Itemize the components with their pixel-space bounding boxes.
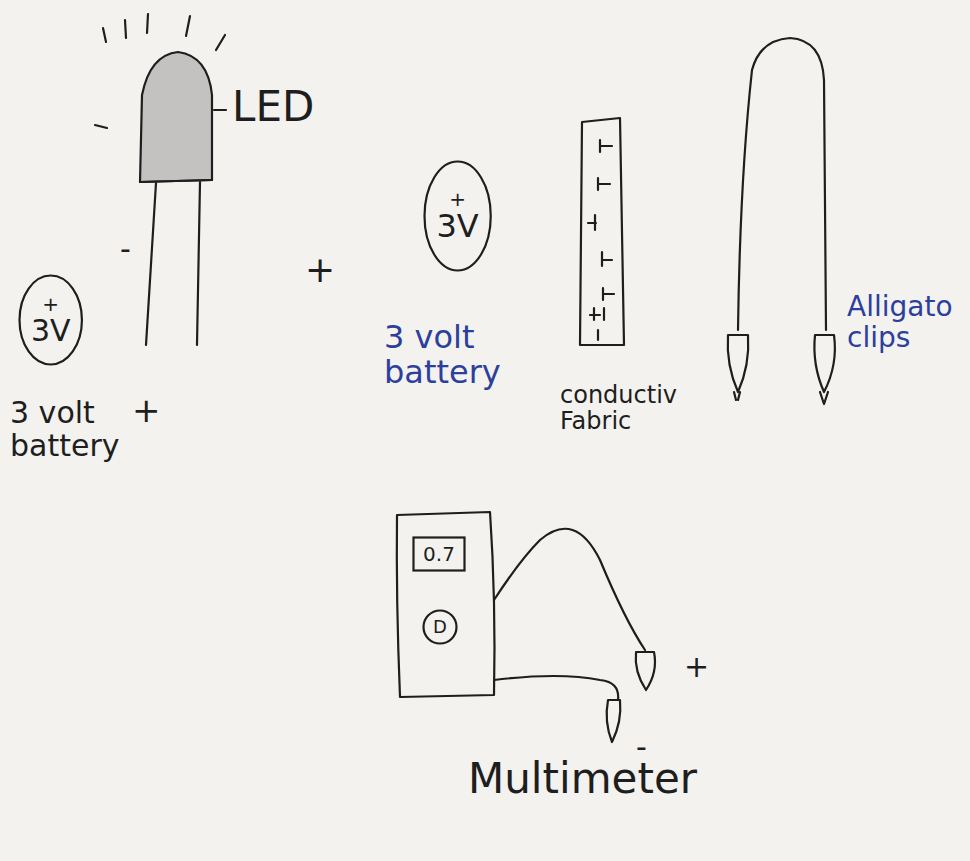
part-label: Alligato clips: [847, 292, 965, 354]
led-dome: [140, 52, 212, 182]
node-text: 3V: [437, 210, 479, 244]
probe-wire: [494, 676, 618, 700]
polarity-sign: +: [684, 650, 709, 683]
outline-shape: [19, 276, 81, 365]
battery-oval: +3V: [423, 160, 492, 272]
probe-wire: [494, 529, 645, 650]
part-label: 3 volt battery: [384, 320, 524, 390]
dial-circle: D: [422, 609, 458, 645]
clip-jaw: [820, 392, 828, 404]
multimeter-body: [397, 512, 495, 697]
outline-shape: [414, 538, 465, 571]
part-label: LED: [232, 84, 314, 130]
stitch-mark: [588, 140, 614, 340]
leader-dash: [214, 109, 226, 111]
node-text: 0.7: [423, 544, 455, 565]
battery-oval: +3V: [18, 274, 83, 366]
polarity-sign: -: [120, 232, 131, 265]
led-base: [140, 180, 212, 182]
part-label: conductiv Fabric: [560, 382, 690, 435]
probe-tip: [636, 652, 655, 690]
outline-shape: [424, 611, 457, 644]
part-label: 3 volt battery: [10, 396, 122, 462]
conductive-fabric: [580, 118, 624, 345]
node-text: 3V: [31, 315, 71, 347]
polarity-sign: +: [449, 189, 466, 210]
polarity-sign: +: [305, 250, 335, 290]
display-box: 0.7: [412, 536, 466, 572]
probe-tip: [607, 700, 621, 742]
outline-shape: [424, 162, 490, 271]
part-label: Multimeter: [468, 756, 697, 802]
alligator-clip: [814, 335, 834, 392]
polarity-sign: +: [42, 294, 59, 315]
clip-jaw: [734, 392, 740, 400]
clip-wire: [738, 38, 826, 330]
led-leg: [146, 183, 156, 345]
node-text: D: [433, 618, 447, 637]
led-leg: [197, 182, 200, 345]
polarity-sign: +: [132, 392, 161, 429]
alligator-clip: [728, 335, 749, 392]
